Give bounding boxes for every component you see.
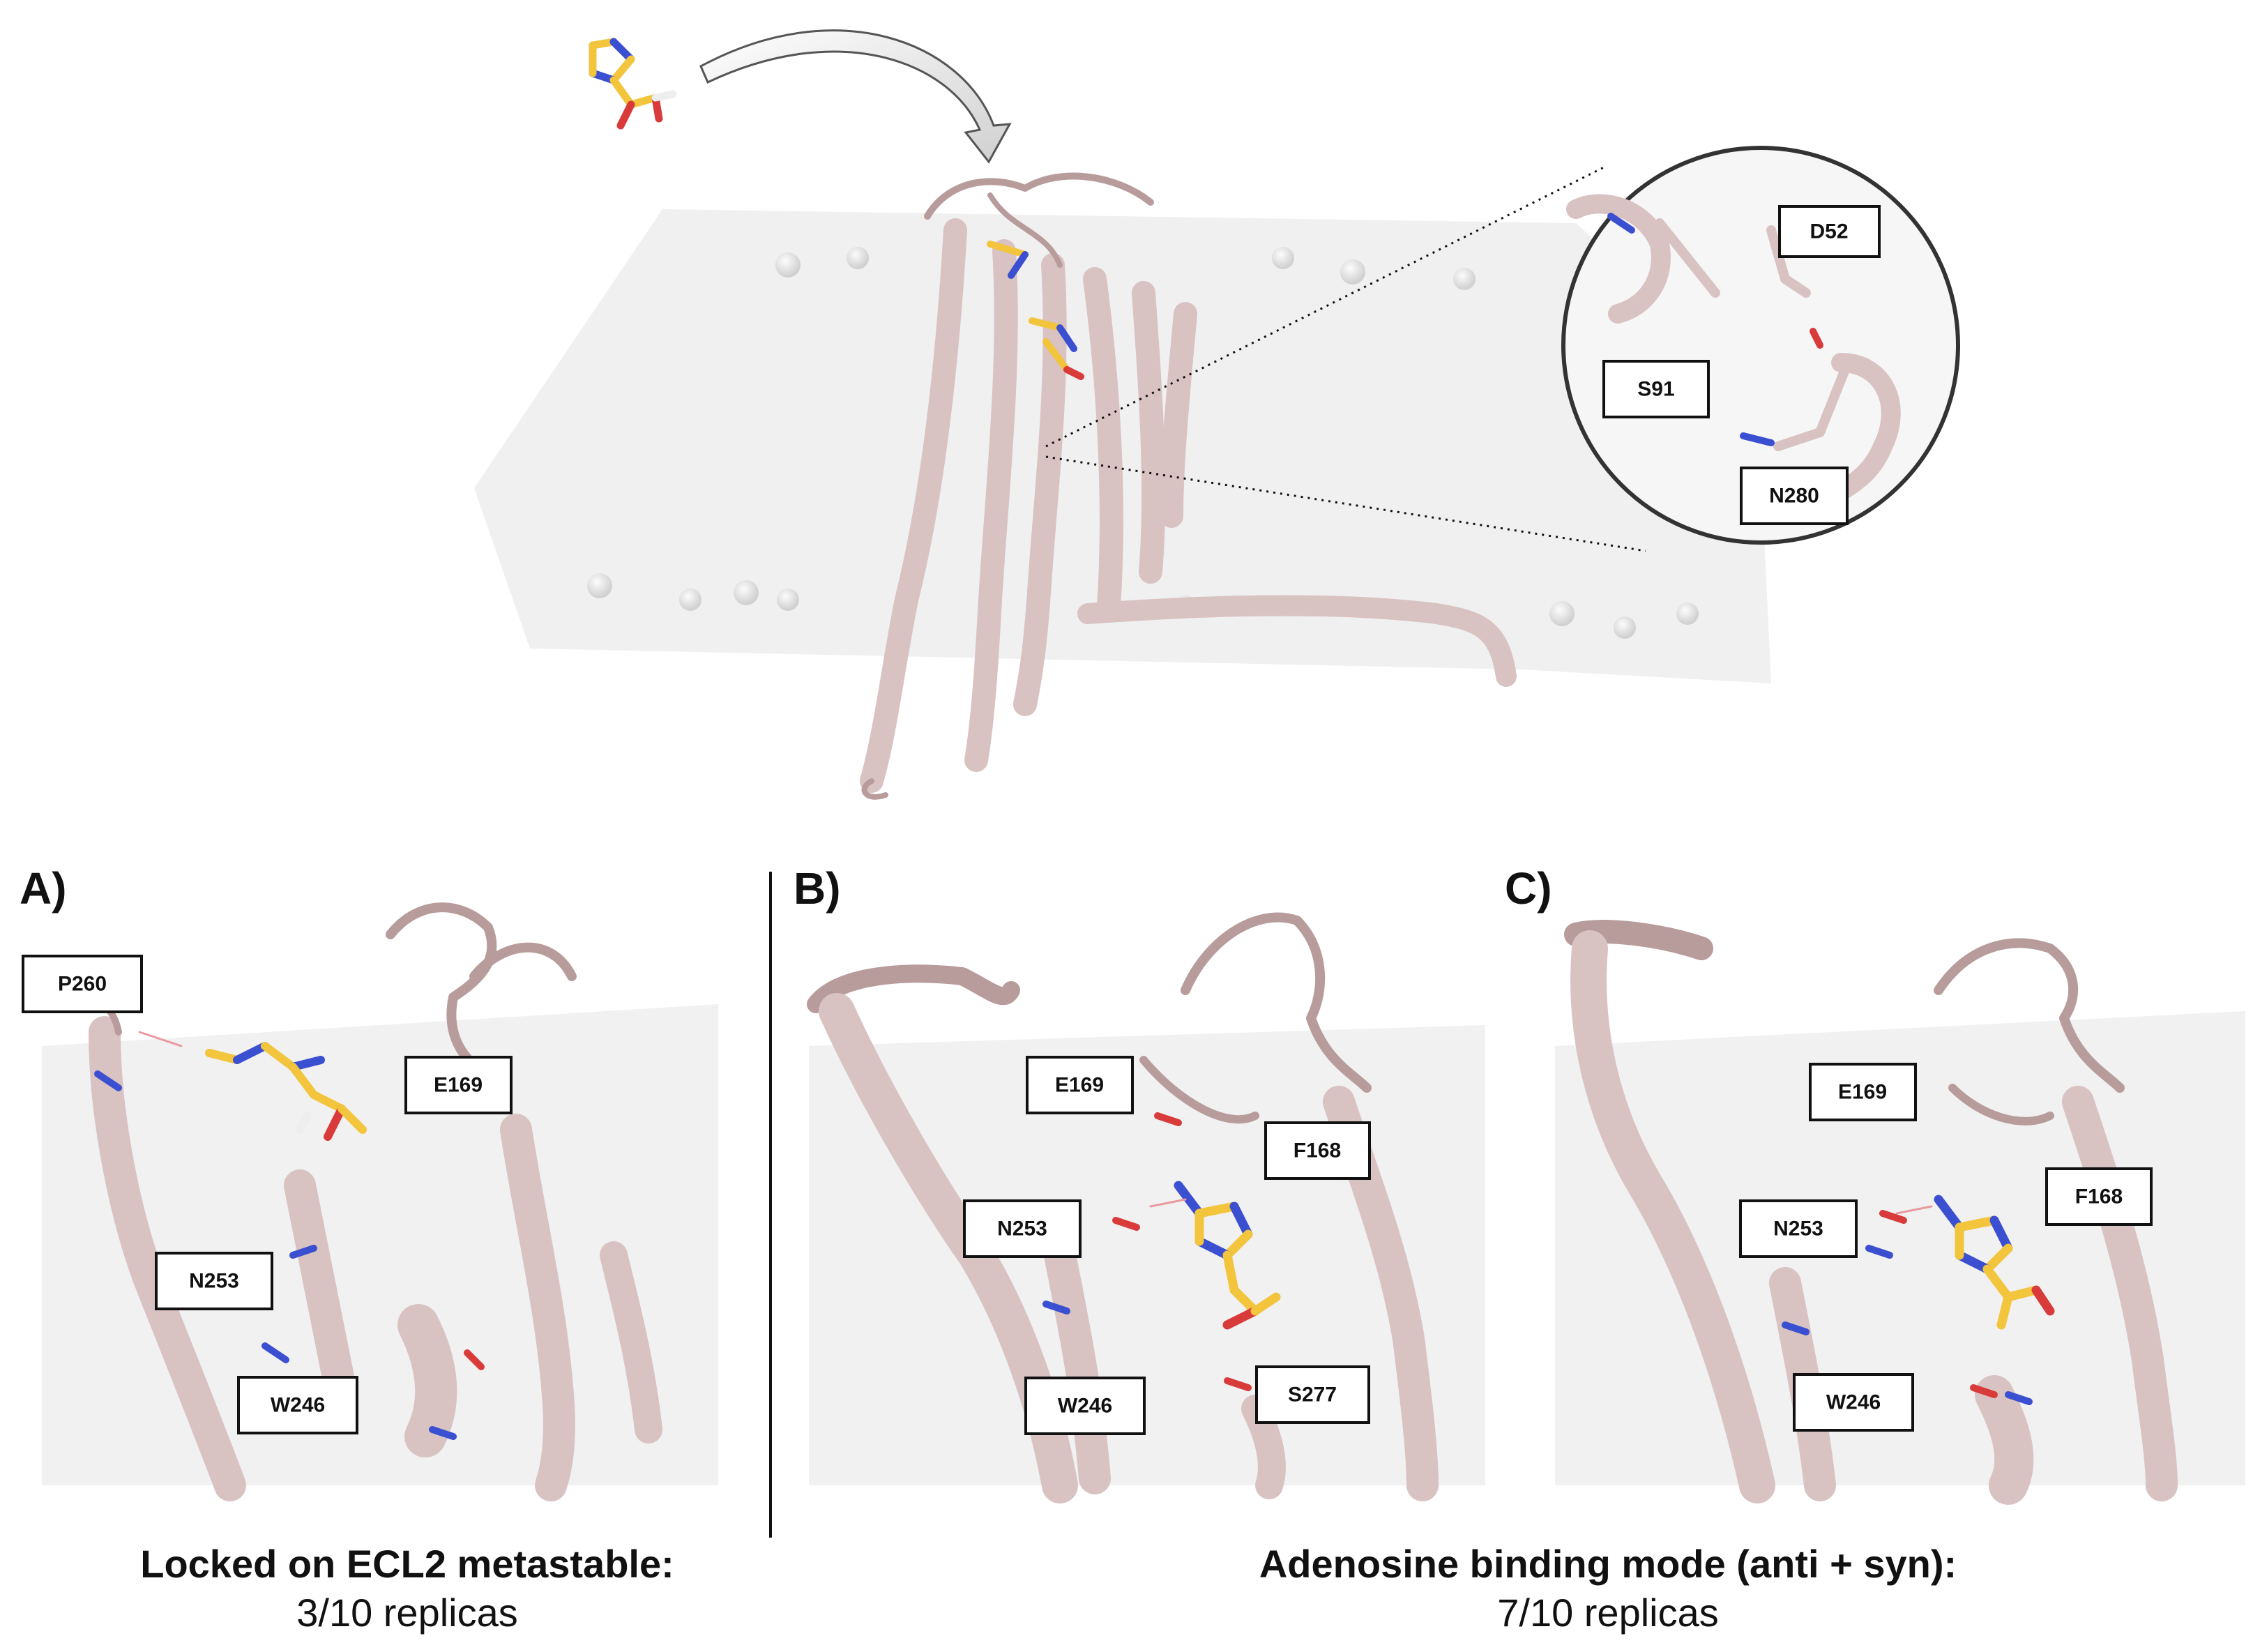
caption-right-title: Adenosine binding mode (anti + syn): xyxy=(1259,1542,1957,1586)
panel-a: A) xyxy=(20,863,718,1501)
panel-b-ligand xyxy=(1149,1181,1281,1330)
caption-left-title: Locked on ECL2 metastable: xyxy=(140,1542,674,1586)
panel-a-helices xyxy=(59,902,662,1501)
label-b-s277: S277 xyxy=(1255,1365,1370,1424)
svg-text:D52: D52 xyxy=(1810,220,1848,243)
label-c-w246: W246 xyxy=(1793,1373,1914,1432)
ligand-bound-overview xyxy=(987,241,1084,380)
label-c-e169: E169 xyxy=(1809,1063,1917,1121)
label-b-w246: W246 xyxy=(1024,1377,1146,1435)
caption-right-subtitle: 7/10 replicas xyxy=(1497,1591,1719,1635)
svg-text:N280: N280 xyxy=(1769,485,1819,508)
svg-text:E169: E169 xyxy=(1838,1081,1887,1104)
svg-text:W246: W246 xyxy=(271,1394,325,1417)
svg-text:N253: N253 xyxy=(1773,1218,1823,1241)
panel-letter-b: B) xyxy=(794,863,841,914)
label-a-p260: P260 xyxy=(22,955,143,1013)
panel-c-ligand xyxy=(1895,1195,2055,1330)
panel-c-sidechains xyxy=(1782,1210,2033,1405)
svg-text:N253: N253 xyxy=(189,1270,239,1293)
zoom-label-s91: S91 xyxy=(1602,360,1710,418)
label-b-n253: N253 xyxy=(963,1199,1082,1258)
svg-text:P260: P260 xyxy=(58,973,107,996)
membrane-bilayer xyxy=(474,209,1771,683)
panel-a-sidechains xyxy=(94,1070,485,1440)
svg-text:S277: S277 xyxy=(1288,1384,1337,1407)
panel-b-sidechains xyxy=(1042,1112,1252,1391)
caption-left: Locked on ECL2 metastable: 3/10 replicas xyxy=(140,1542,674,1635)
binding-arrow xyxy=(699,29,1012,164)
label-a-n253: N253 xyxy=(155,1252,273,1310)
svg-text:W246: W246 xyxy=(1826,1391,1881,1414)
label-a-w246: W246 xyxy=(237,1376,358,1434)
zoom-label-n280: N280 xyxy=(1740,467,1849,525)
overview-scene: D52 S91 N280 xyxy=(474,29,1960,800)
svg-text:S91: S91 xyxy=(1637,378,1674,401)
panel-letter-a: A) xyxy=(20,863,67,914)
label-b-f168: F168 xyxy=(1264,1121,1371,1180)
svg-text:F168: F168 xyxy=(1294,1139,1341,1162)
label-b-e169: E169 xyxy=(1026,1056,1134,1114)
zoom-inset: D52 S91 N280 xyxy=(1561,146,1960,545)
panel-b: B) xyxy=(794,863,1485,1503)
panel-c: C) xyxy=(1505,863,2245,1505)
svg-text:W246: W246 xyxy=(1058,1395,1112,1418)
svg-text:N253: N253 xyxy=(997,1218,1047,1241)
label-c-n253: N253 xyxy=(1739,1199,1858,1258)
label-a-e169: E169 xyxy=(404,1056,513,1114)
caption-left-subtitle: 3/10 replicas xyxy=(296,1591,518,1635)
svg-text:E169: E169 xyxy=(434,1074,483,1097)
panel-letter-c: C) xyxy=(1505,863,1552,914)
svg-text:E169: E169 xyxy=(1055,1074,1104,1097)
label-c-f168: F168 xyxy=(2045,1167,2153,1226)
zoom-label-d52: D52 xyxy=(1778,205,1881,258)
adenosine-ligand-free xyxy=(589,38,677,130)
caption-right: Adenosine binding mode (anti + syn): 7/1… xyxy=(1259,1542,1957,1635)
svg-text:F168: F168 xyxy=(2075,1185,2123,1208)
panel-a-ligand xyxy=(138,1031,367,1141)
